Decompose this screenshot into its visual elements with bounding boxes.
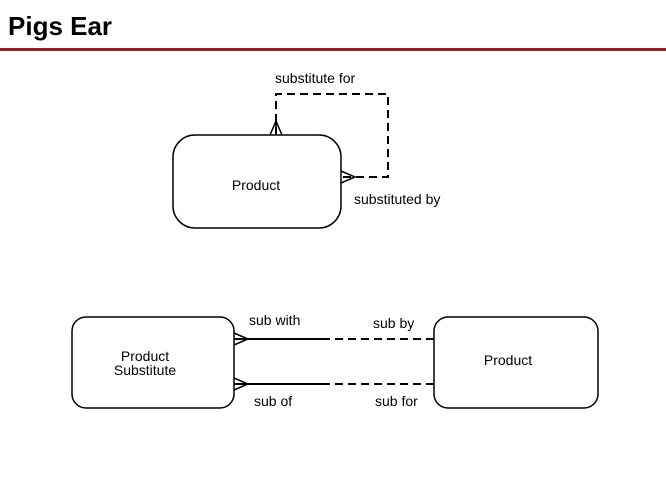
- product-entity-label: Product: [232, 177, 280, 193]
- label-substitute-for: substitute for: [275, 70, 355, 86]
- label-substituted-by: substituted by: [354, 191, 440, 207]
- product-entity-box-right[interactable]: [433, 316, 599, 409]
- product-substitute-label-line2: Substitute: [114, 362, 176, 378]
- product-entity-box[interactable]: [172, 134, 342, 229]
- title-divider: [0, 48, 666, 51]
- top-recursive-diagram: Product substitute for substituted by: [172, 70, 440, 229]
- crows-foot-upper: [233, 332, 250, 346]
- product-substitute-label-line1: Product: [121, 348, 169, 364]
- label-sub-of: sub of: [254, 393, 292, 409]
- label-sub-with: sub with: [249, 312, 300, 328]
- label-sub-by: sub by: [373, 315, 414, 331]
- crows-foot-lower: [233, 377, 250, 391]
- recursive-relationship-line: [275, 93, 389, 178]
- crows-foot-top: [269, 119, 283, 136]
- bottom-associative-diagram: Product Substitute Product sub with sub …: [71, 312, 599, 409]
- crows-foot-right: [340, 170, 357, 184]
- label-sub-for: sub for: [375, 393, 418, 409]
- product-entity-label-right: Product: [484, 352, 532, 368]
- page-title: Pigs Ear: [8, 11, 113, 41]
- product-substitute-entity-box[interactable]: [71, 316, 235, 409]
